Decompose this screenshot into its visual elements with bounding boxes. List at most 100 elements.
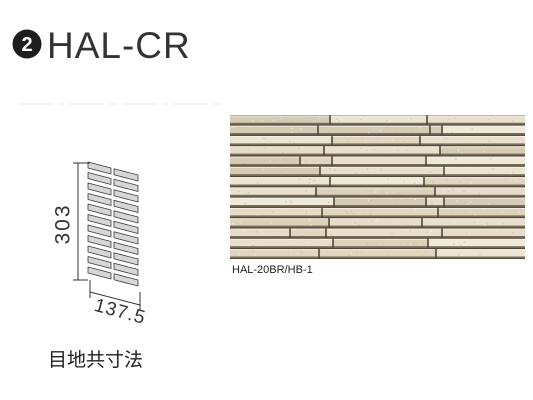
tile-strip-shadow [290, 236, 326, 238]
sheet-tile-bar [87, 203, 112, 217]
tile-texture-speck [397, 149, 399, 151]
tile-texture-speck [436, 253, 439, 255]
tile-texture-speck [338, 120, 340, 122]
tile-texture-speck [256, 214, 259, 216]
tile-strip-shadow [444, 174, 525, 176]
tile-strip [438, 207, 525, 216]
tile-strip-shadow [322, 215, 438, 218]
tile-strip [334, 197, 426, 206]
tile-strip-highlight [230, 125, 318, 127]
sheet-tile-bar [113, 168, 139, 182]
sheet-tile-bar [87, 235, 112, 248]
tile-texture-speck [431, 230, 433, 232]
tile-texture-speck [336, 150, 338, 152]
tile-texture-speck [247, 212, 249, 214]
tile-texture-speck [483, 224, 486, 226]
sheet-tile-bar [113, 178, 139, 192]
tile-texture-speck [301, 252, 303, 254]
tile-texture-speck [477, 161, 479, 163]
tile-strip [316, 187, 435, 195]
tile-strip [290, 228, 326, 237]
tile-texture-speck [231, 222, 234, 224]
tile-texture-speck [319, 138, 321, 140]
tile-strip-highlight [329, 218, 422, 220]
tile-texture-speck [486, 223, 488, 225]
tile-texture-speck [461, 152, 463, 154]
tile-texture-speck [244, 203, 247, 205]
tile-texture-speck [308, 117, 311, 119]
tile-texture-speck [402, 157, 404, 159]
tile-strip-shadow [332, 164, 426, 166]
tile-texture-speck [401, 199, 403, 201]
tile-texture-speck [377, 188, 379, 190]
tile-texture-speck [479, 254, 481, 256]
tile-texture-speck [470, 138, 472, 140]
tile-texture-speck [388, 157, 390, 159]
tile-strip-shadow [420, 143, 525, 146]
tile-texture-speck [377, 138, 379, 140]
tile-strip [444, 197, 525, 206]
tile-texture-speck [367, 243, 369, 245]
tile-texture-speck [233, 171, 235, 173]
tile-strip-highlight [444, 166, 525, 168]
tile-texture-speck [379, 243, 381, 245]
tile-strip-shadow [444, 205, 525, 207]
tile-texture-speck [355, 172, 357, 174]
tile-texture-speck [419, 244, 422, 246]
tile-texture-speck [307, 242, 309, 244]
tile-texture-speck [455, 158, 457, 160]
sheet-tile-bar [113, 262, 139, 276]
tile-texture-speck [460, 244, 462, 246]
tile-strip-highlight [230, 228, 290, 230]
tile-strip-highlight [330, 115, 427, 117]
tile-texture-speck [305, 211, 307, 213]
tile-texture-speck [269, 160, 271, 162]
tile-texture-speck [431, 189, 433, 191]
tile-strip [435, 187, 525, 195]
tile-strip-shadow [230, 164, 300, 166]
tile-texture-speck [382, 191, 384, 193]
tile-texture-speck [238, 253, 240, 255]
tile-strip-highlight [435, 187, 525, 189]
tile-texture-speck [244, 162, 246, 164]
tile-texture-speck [345, 211, 347, 213]
tile-texture-speck [509, 179, 511, 181]
tile-strip [230, 228, 290, 237]
tile-texture-speck [350, 149, 352, 151]
tile-texture-speck [429, 171, 432, 173]
series-name: HAL-CR [47, 25, 191, 66]
tile-texture-speck [371, 169, 373, 171]
tile-texture-speck [512, 232, 514, 234]
tile-texture-speck [358, 224, 360, 226]
tile-texture-speck [387, 178, 389, 180]
tile-texture-speck [495, 229, 497, 231]
tile-texture-speck [465, 128, 467, 130]
tile-texture-speck [347, 141, 349, 143]
tile-texture-speck [432, 181, 434, 183]
tile-strip [426, 156, 525, 165]
sheet-tile-bar [113, 189, 139, 203]
tile-texture-speck [421, 255, 423, 257]
tile-strip [442, 228, 525, 237]
tile-sheet-side-view [87, 161, 139, 287]
tile-texture-speck [255, 231, 258, 233]
series-header: 2 HAL-CR [12, 25, 191, 66]
tile-strip-shadow [230, 174, 320, 176]
tile-texture-speck [369, 214, 371, 216]
tile-texture-speck [460, 255, 463, 257]
tile-texture-speck [370, 212, 372, 214]
tile-texture-speck [441, 221, 444, 223]
tile-strip [230, 238, 333, 247]
tile-texture-speck [469, 201, 472, 203]
tile-strip [332, 135, 420, 144]
tile-texture-speck [413, 182, 416, 184]
tile-strip-shadow [326, 236, 442, 238]
tile-texture-speck [471, 128, 473, 130]
tile-texture-speck [308, 182, 310, 184]
tile-strip-highlight [334, 197, 426, 199]
tile-strip [230, 218, 329, 226]
tile-texture-speck [252, 120, 254, 122]
tile-texture-speck [518, 211, 520, 213]
tile-texture-speck [365, 121, 367, 123]
tile-texture-speck [402, 140, 404, 142]
